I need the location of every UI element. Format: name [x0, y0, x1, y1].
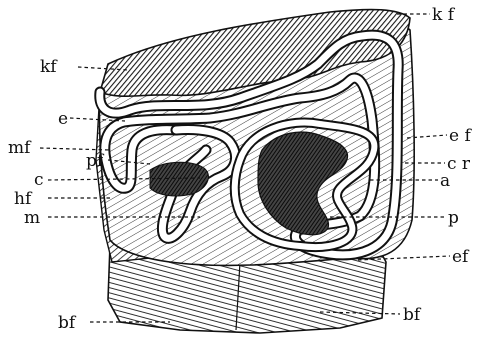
label-ef-right: e f	[449, 126, 472, 146]
label-c: c	[34, 170, 44, 190]
label-bf-left: bf	[58, 313, 77, 333]
label-e: e	[58, 109, 68, 129]
label-a: a	[440, 171, 450, 191]
label-p: p	[448, 208, 459, 228]
label-cr: c r	[447, 154, 471, 174]
label-mf: mf	[8, 138, 32, 158]
label-kf-top-right: k f	[432, 5, 456, 25]
label-ef-lower: ef	[452, 247, 470, 267]
label-kf-left: kf	[40, 57, 58, 77]
label-hf: hf	[14, 189, 33, 209]
label-pf: pf	[86, 151, 105, 171]
label-bf-right: bf	[403, 305, 422, 325]
label-m: m	[24, 208, 40, 228]
